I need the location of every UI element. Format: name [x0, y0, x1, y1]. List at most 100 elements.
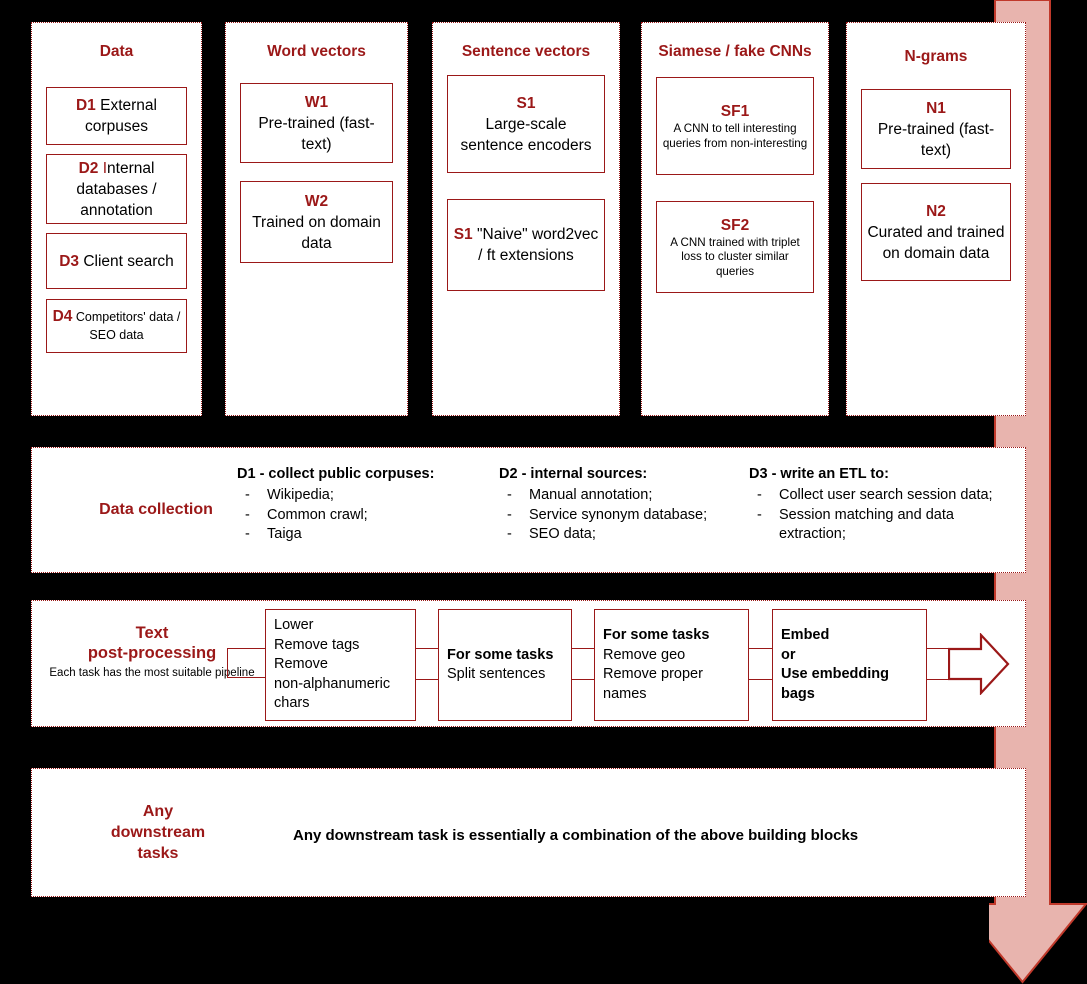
card-w1[interactable]: W1 Pre-trained (fast-text): [240, 83, 393, 163]
dc-list: -Wikipedia; -Common crawl; -Taiga: [237, 486, 487, 545]
step-bold: For some tasks: [447, 646, 554, 663]
card-text: Curated and trained on domain data: [867, 223, 1005, 262]
column-ngrams: N-grams N1 Pre-trained (fast-text) N2 Cu…: [846, 22, 1026, 416]
right-arrow-icon: [947, 632, 1010, 696]
column-siamese-cnns: Siamese / fake CNNs SF1 A CNN to tell in…: [641, 22, 829, 416]
list-item: -SEO data;: [499, 525, 744, 545]
column-word-vectors: Word vectors W1 Pre-trained (fast-text) …: [225, 22, 408, 416]
bullet-dash: -: [507, 506, 512, 523]
row-label-post-processing: Text post-processing Each task has the m…: [48, 623, 256, 680]
step-line: Lower: [274, 617, 314, 633]
card-d3[interactable]: D3 Client search: [46, 233, 187, 289]
bullet-dash: -: [757, 506, 762, 523]
card-d4[interactable]: D4 Competitors' data / SEO data: [46, 299, 187, 353]
downstream-label-line2: downstream: [110, 824, 206, 841]
card-code: SF1: [720, 103, 750, 120]
bullet-dash: -: [245, 526, 250, 542]
dc-list: -Manual annotation; -Service synonym dat…: [499, 486, 744, 545]
bullet-dash: -: [757, 487, 762, 503]
pipeline-link: [572, 679, 595, 681]
pipeline-link: [927, 679, 950, 681]
bullet-dash: -: [507, 487, 512, 503]
step-line: names: [603, 685, 647, 702]
card-text: Client search: [83, 252, 174, 270]
pipeline-link: [927, 648, 950, 650]
bullet-dash: -: [245, 506, 250, 523]
pipeline-link: [416, 648, 439, 650]
card-sf2[interactable]: SF2 A CNN trained with triplet loss to c…: [656, 201, 814, 293]
dc-heading: D2 - internal sources:: [499, 466, 648, 482]
card-text: Large-scale sentence encoders: [460, 115, 592, 154]
card-code: N1: [926, 99, 946, 117]
card-text: Internal databases / annotation: [76, 159, 157, 219]
dc-group-d2: D2 - internal sources: -Manual annotatio…: [499, 465, 744, 545]
card-text: "Naive" word2vec / ft extensions: [477, 226, 599, 264]
card-s1b[interactable]: S1 "Naive" word2vec / ft extensions: [447, 199, 605, 291]
dc-group-d1: D1 - collect public corpuses: -Wikipedia…: [237, 465, 487, 545]
dc-list: -Collect user search session data; -Sess…: [749, 486, 999, 545]
step-line: bags: [781, 685, 815, 702]
column-title: Word vectors: [267, 43, 366, 60]
row-label-downstream: Any downstream tasks: [58, 801, 258, 864]
post-processing-label-line1: Text: [135, 624, 169, 642]
card-code: W2: [304, 192, 329, 210]
pipeline-link: [749, 648, 772, 650]
pipeline-step-4[interactable]: Embed or Use embedding bags: [772, 609, 927, 721]
pipeline-link: [749, 679, 772, 681]
card-code: D3: [59, 252, 80, 270]
list-item: -Collect user search session data;: [749, 486, 999, 506]
card-d1[interactable]: D1 External corpuses: [46, 87, 187, 145]
step-line: chars: [274, 695, 310, 711]
card-code: D2: [78, 159, 99, 177]
column-title: Data: [99, 43, 134, 60]
step-line: Embed: [781, 627, 830, 643]
row-downstream-tasks: Any downstream tasks Any downstream task…: [31, 768, 1026, 897]
downstream-description: Any downstream task is essentially a com…: [293, 827, 859, 844]
dc-heading: D1 - collect public corpuses:: [237, 466, 435, 482]
dc-group-d3: D3 - write an ETL to: -Collect user sear…: [749, 465, 999, 545]
card-code: W1: [304, 93, 329, 111]
card-s1a[interactable]: S1 Large-scale sentence encoders: [447, 75, 605, 173]
list-item: -Service synonym database;: [499, 506, 744, 526]
card-sf1[interactable]: SF1 A CNN to tell interesting queries fr…: [656, 77, 814, 175]
pipeline-step-3[interactable]: For some tasks Remove geo Remove proper …: [594, 609, 749, 721]
step-line: Remove: [274, 656, 328, 672]
pipeline-step-1[interactable]: Lower Remove tags Remove non-alphanumeri…: [265, 609, 416, 721]
list-item: -Common crawl;: [237, 506, 487, 526]
step-bold: For some tasks: [603, 627, 710, 643]
card-code: S1: [453, 226, 473, 243]
dc-heading: D3 - write an ETL to:: [749, 466, 889, 482]
list-item: -Wikipedia;: [237, 486, 487, 506]
card-w2[interactable]: W2 Trained on domain data: [240, 181, 393, 263]
bullet-dash: -: [507, 526, 512, 542]
card-text: Pre-trained (fast-text): [258, 114, 375, 153]
card-text: Pre-trained (fast-text): [877, 120, 995, 159]
column-title: N-grams: [904, 48, 968, 65]
column-data: Data D1 External corpuses D2 Internal da…: [31, 22, 202, 416]
card-d2[interactable]: D2 Internal databases / annotation: [46, 154, 187, 224]
row-text-post-processing: Text post-processing Each task has the m…: [31, 600, 1026, 727]
step-line: Split sentences: [447, 666, 546, 682]
list-item: -Taiga: [237, 525, 487, 545]
card-code: N2: [926, 202, 946, 220]
downstream-label-line1: Any: [142, 803, 174, 820]
pipeline-link: [416, 679, 439, 681]
downstream-label-line3: tasks: [137, 845, 179, 862]
step-line: Remove proper: [603, 666, 703, 682]
step-line: Use embedding: [781, 666, 889, 682]
card-n2[interactable]: N2 Curated and trained on domain data: [861, 183, 1011, 281]
card-code: D4: [52, 308, 73, 325]
bullet-dash: -: [245, 487, 250, 503]
card-code: S1: [516, 94, 536, 112]
card-text: Trained on domain data: [252, 213, 381, 252]
card-n1[interactable]: N1 Pre-trained (fast-text): [861, 89, 1011, 169]
pipeline-link: [572, 648, 595, 650]
post-processing-sublabel: Each task has the most suitable pipeline: [49, 667, 255, 679]
pipeline-step-2[interactable]: For some tasks Split sentences: [438, 609, 572, 721]
post-processing-label-line2: post-processing: [87, 644, 217, 662]
step-line: Remove geo: [603, 646, 686, 663]
row-label-data-collection: Data collection: [99, 501, 213, 518]
row-data-collection: Data collection D1 - collect public corp…: [31, 447, 1026, 573]
card-text: A CNN trained with triplet loss to clust…: [670, 235, 800, 278]
